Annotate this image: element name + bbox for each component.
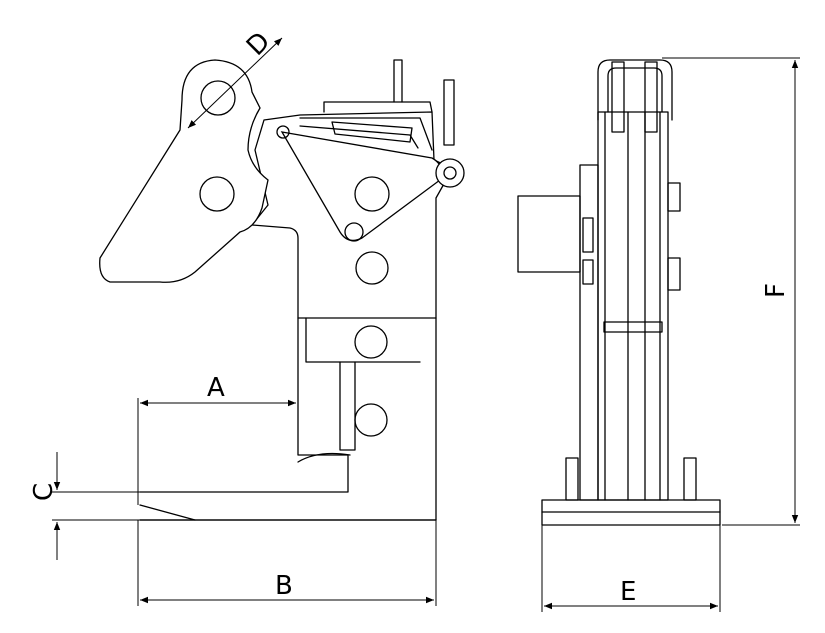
loop-bar-right [644,61,658,133]
lock-knob-hole [443,166,457,180]
lifting-eye-link [99,59,269,283]
dim-C-label: C [29,483,59,501]
bolt-left [565,457,579,501]
link-hole [199,176,235,212]
spring-plate-inner [299,125,419,149]
body-column [597,111,669,501]
front-view: D A C B [29,26,465,606]
slide-block [305,317,421,363]
body-hole-2 [354,325,388,359]
pad-top [667,182,681,212]
column-left [579,164,599,501]
jaw-tooth [139,504,196,521]
cam-arm [280,131,443,242]
latch-1 [582,217,594,253]
eye-loop-outer [597,59,673,121]
dim-E-label: E [620,577,636,607]
bolt-right [683,457,697,501]
cam-hole [354,176,390,212]
spring-plate [299,117,433,151]
side-block [517,195,581,273]
cam-curve [297,452,351,463]
dim-D-line [187,37,283,129]
body-hole-3 [354,403,388,437]
pad-bottom [667,257,681,291]
top-plate [323,101,433,113]
cam-bottom-pin [344,222,364,242]
dim-F-label: F [761,283,791,298]
dim-A-label: A [207,373,225,403]
lock-lever [331,121,413,143]
eye-loop-inner [607,67,663,113]
latch-2 [582,259,594,285]
body-hole-1 [355,251,389,285]
loop-bar-left [611,61,625,133]
slide-bar [339,361,356,451]
handle-rod [393,59,403,103]
cross-bar [603,321,663,333]
lock-rod [443,79,455,146]
lock-knob [435,158,465,188]
dim-B-label: B [275,571,293,601]
side-view: F E [517,57,800,612]
dim-D-label: D [241,26,276,61]
pivot-pin [276,125,290,139]
